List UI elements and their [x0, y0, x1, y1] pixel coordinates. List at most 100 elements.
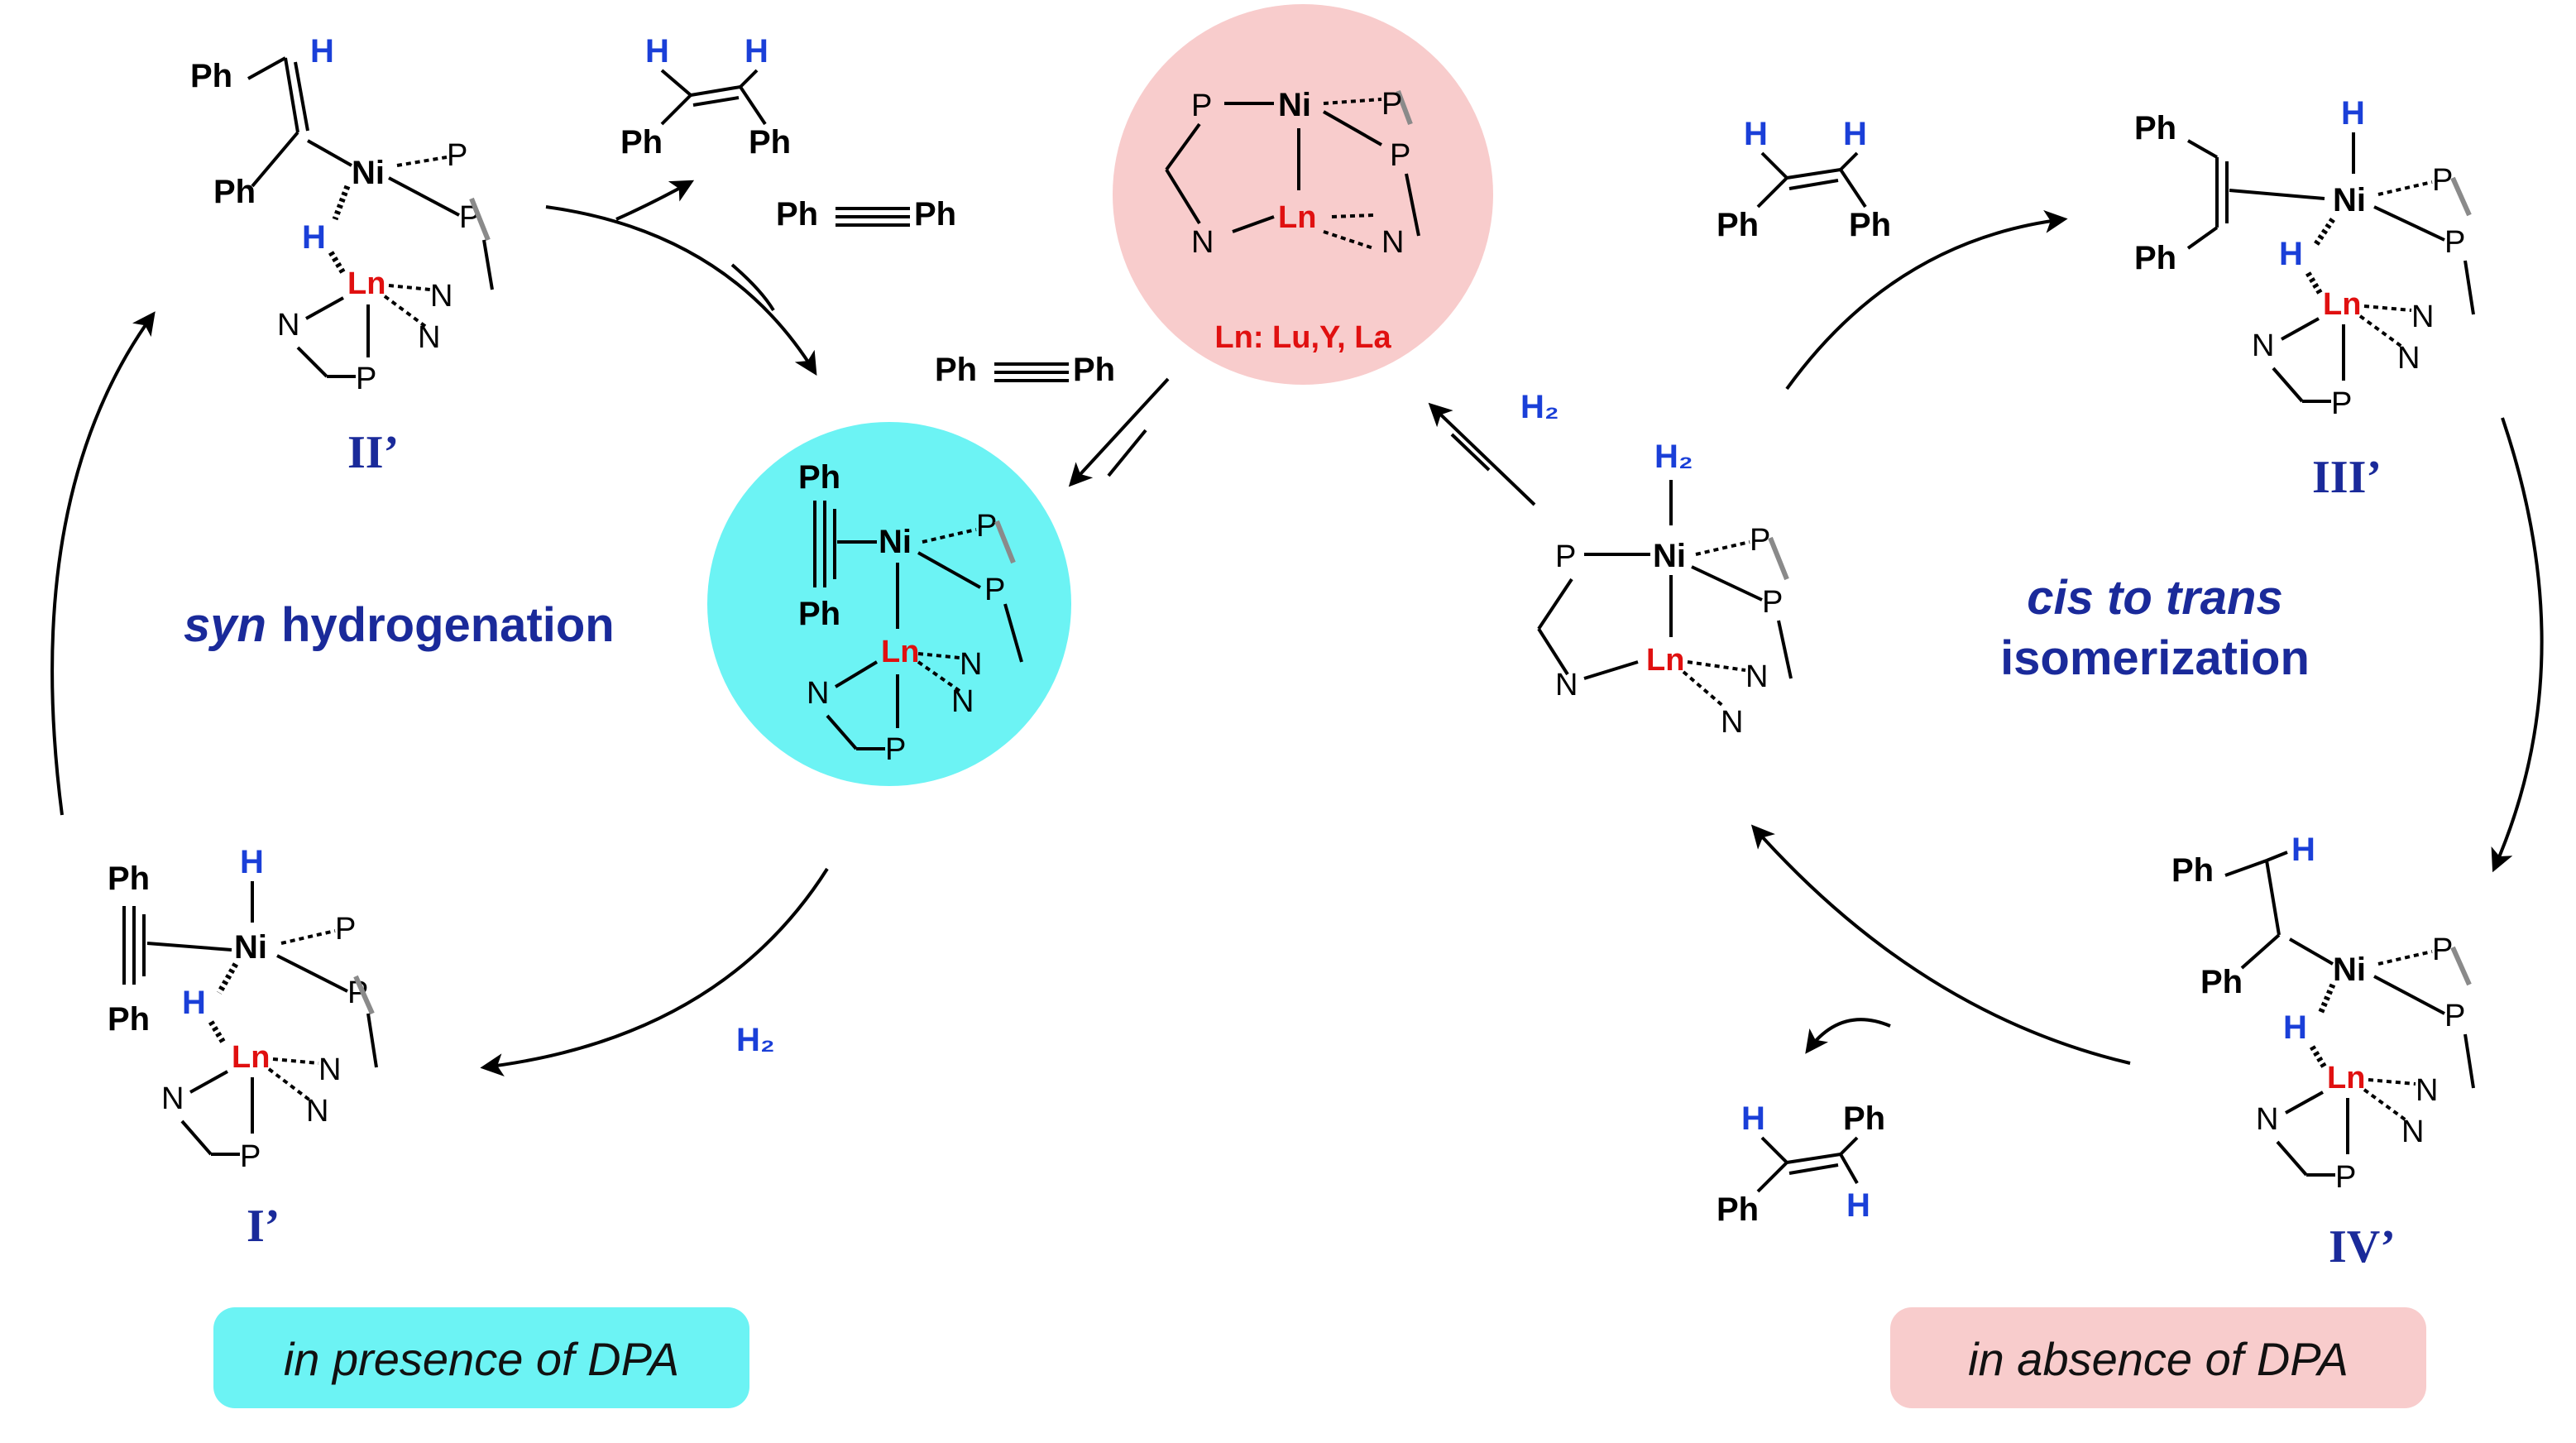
atom-ni: Ni: [1278, 87, 1311, 123]
atom-n: N: [2397, 341, 2420, 376]
isomerization-label: isomerization: [2000, 631, 2310, 685]
center-catalyst: P Ni P P Ln N N Ln: Lu,Y, La: [1113, 4, 1493, 385]
ph-label: Ph: [190, 58, 232, 94]
atom-n: N: [1191, 225, 1214, 260]
absence-box: in absence of DPA: [1890, 1307, 2426, 1408]
alkyne-reagent-top: Ph Ph: [776, 196, 956, 233]
atom-p: P: [885, 732, 906, 767]
atom-ln: Ln: [1646, 643, 1684, 678]
h-label: H: [1741, 1100, 1765, 1137]
ph-label: Ph: [1843, 1100, 1885, 1137]
h-label: H: [182, 985, 206, 1021]
arrow-complex-to-i: [480, 867, 829, 1077]
atom-p: P: [2444, 999, 2465, 1033]
alkyne-circle: [707, 422, 1071, 786]
ph-label: Ph: [2134, 240, 2176, 276]
syn-word: syn: [184, 598, 266, 652]
atom-p: P: [1750, 523, 1770, 558]
ph-label: Ph: [2200, 964, 2243, 1000]
h-label: H: [310, 33, 334, 70]
h-label: H: [645, 33, 669, 70]
cis-stilbene-product: H H Ph Ph: [620, 33, 791, 161]
atom-n: N: [2256, 1102, 2278, 1137]
arrow-release-trans: [1805, 1018, 1891, 1054]
ph-label: Ph: [798, 459, 840, 496]
arrow-to-iii: [1785, 209, 2068, 391]
atom-n: N: [807, 676, 829, 711]
ph-label: Ph: [749, 124, 791, 161]
atom-n: N: [418, 320, 440, 355]
atom-p: P: [1555, 539, 1576, 574]
atom-n: N: [1381, 225, 1404, 260]
atom-p: P: [1381, 87, 1402, 122]
atom-n: N: [951, 684, 974, 719]
ph-label: Ph: [1073, 352, 1115, 388]
atom-p: P: [2432, 163, 2453, 198]
atom-p: P: [356, 362, 376, 396]
atom-ni: Ni: [1653, 538, 1686, 574]
ph-label: Ph: [108, 861, 150, 897]
atom-n: N: [2416, 1073, 2438, 1108]
h2-label: H₂: [736, 1022, 775, 1058]
ph-label: Ph: [2134, 110, 2176, 146]
arrow-ii-to-complex: [545, 205, 817, 376]
label-iv: IV’: [2329, 1221, 2396, 1273]
ph-label: Ph: [108, 1001, 150, 1038]
atom-n: N: [2252, 328, 2274, 363]
intermediate-i: Ph Ph H Ni P P H Ln N N N P I’: [108, 844, 378, 1252]
ln-series-label: Ln: Lu,Y, La: [1214, 320, 1391, 355]
atom-n: N: [277, 308, 299, 343]
ph-label: Ph: [1717, 207, 1759, 243]
atom-n: N: [430, 279, 452, 314]
ph-label: Ph: [1717, 1191, 1759, 1228]
syn-hydrogenation-label: syn hydrogenation: [184, 598, 615, 652]
arrow-alkyne-in: [730, 263, 775, 312]
ph-label: Ph: [620, 124, 663, 161]
ph-label: Ph: [798, 596, 840, 632]
ph-label: Ph: [776, 196, 818, 233]
h2-complex: H₂ P Ni P P N Ln N N: [1537, 439, 1793, 740]
atom-n: N: [161, 1081, 184, 1116]
arrow-iv-to-h2complex: [1750, 824, 2131, 1065]
h2-label: H₂: [1520, 389, 1559, 425]
atom-p: P: [335, 912, 356, 947]
atom-n: N: [960, 647, 982, 682]
atom-p: P: [2444, 225, 2465, 260]
ph-label: Ph: [1849, 207, 1891, 243]
atom-n: N: [1555, 668, 1578, 702]
eq-arrow-forward: [1068, 377, 1170, 487]
presence-box: in presence of DPA: [213, 1307, 749, 1408]
atom-n: N: [306, 1094, 328, 1129]
catalyst-circle: [1113, 4, 1493, 385]
h-label: H: [1846, 1187, 1870, 1224]
atom-ni: Ni: [2333, 182, 2366, 218]
h-label: H: [302, 219, 326, 256]
label-iii: III’: [2312, 452, 2382, 503]
atom-p: P: [240, 1139, 261, 1174]
alkyne-complex: Ph Ph Ni P P Ln N N N P: [707, 422, 1071, 786]
eq-arrow-h2-forward: [1428, 402, 1536, 506]
atom-ni: Ni: [2333, 952, 2366, 988]
ph-label: Ph: [213, 174, 256, 210]
h2-ligand: H₂: [1654, 439, 1693, 475]
atom-n: N: [1745, 659, 1768, 694]
ph-label: Ph: [914, 196, 956, 233]
atom-n: N: [2411, 300, 2434, 334]
eq-arrow-h2-back: [1450, 433, 1491, 472]
atom-p: P: [1390, 138, 1410, 173]
atom-ni: Ni: [879, 524, 912, 560]
h-label: H: [1744, 116, 1768, 152]
hydrogenation-word: hydrogenation: [281, 598, 615, 652]
atom-ln: Ln: [2327, 1061, 2365, 1095]
label-ii: II’: [347, 427, 399, 478]
atom-ln: Ln: [347, 266, 385, 301]
atom-p: P: [1762, 585, 1783, 620]
alkyne-reagent-mid: Ph Ph: [935, 352, 1115, 388]
atom-ln: Ln: [881, 635, 919, 669]
atom-p: P: [447, 138, 467, 173]
atom-n: N: [318, 1052, 341, 1087]
cycle-arrow-right: [2491, 417, 2544, 873]
atom-n: N: [2401, 1115, 2424, 1149]
atom-p: P: [2432, 932, 2453, 967]
